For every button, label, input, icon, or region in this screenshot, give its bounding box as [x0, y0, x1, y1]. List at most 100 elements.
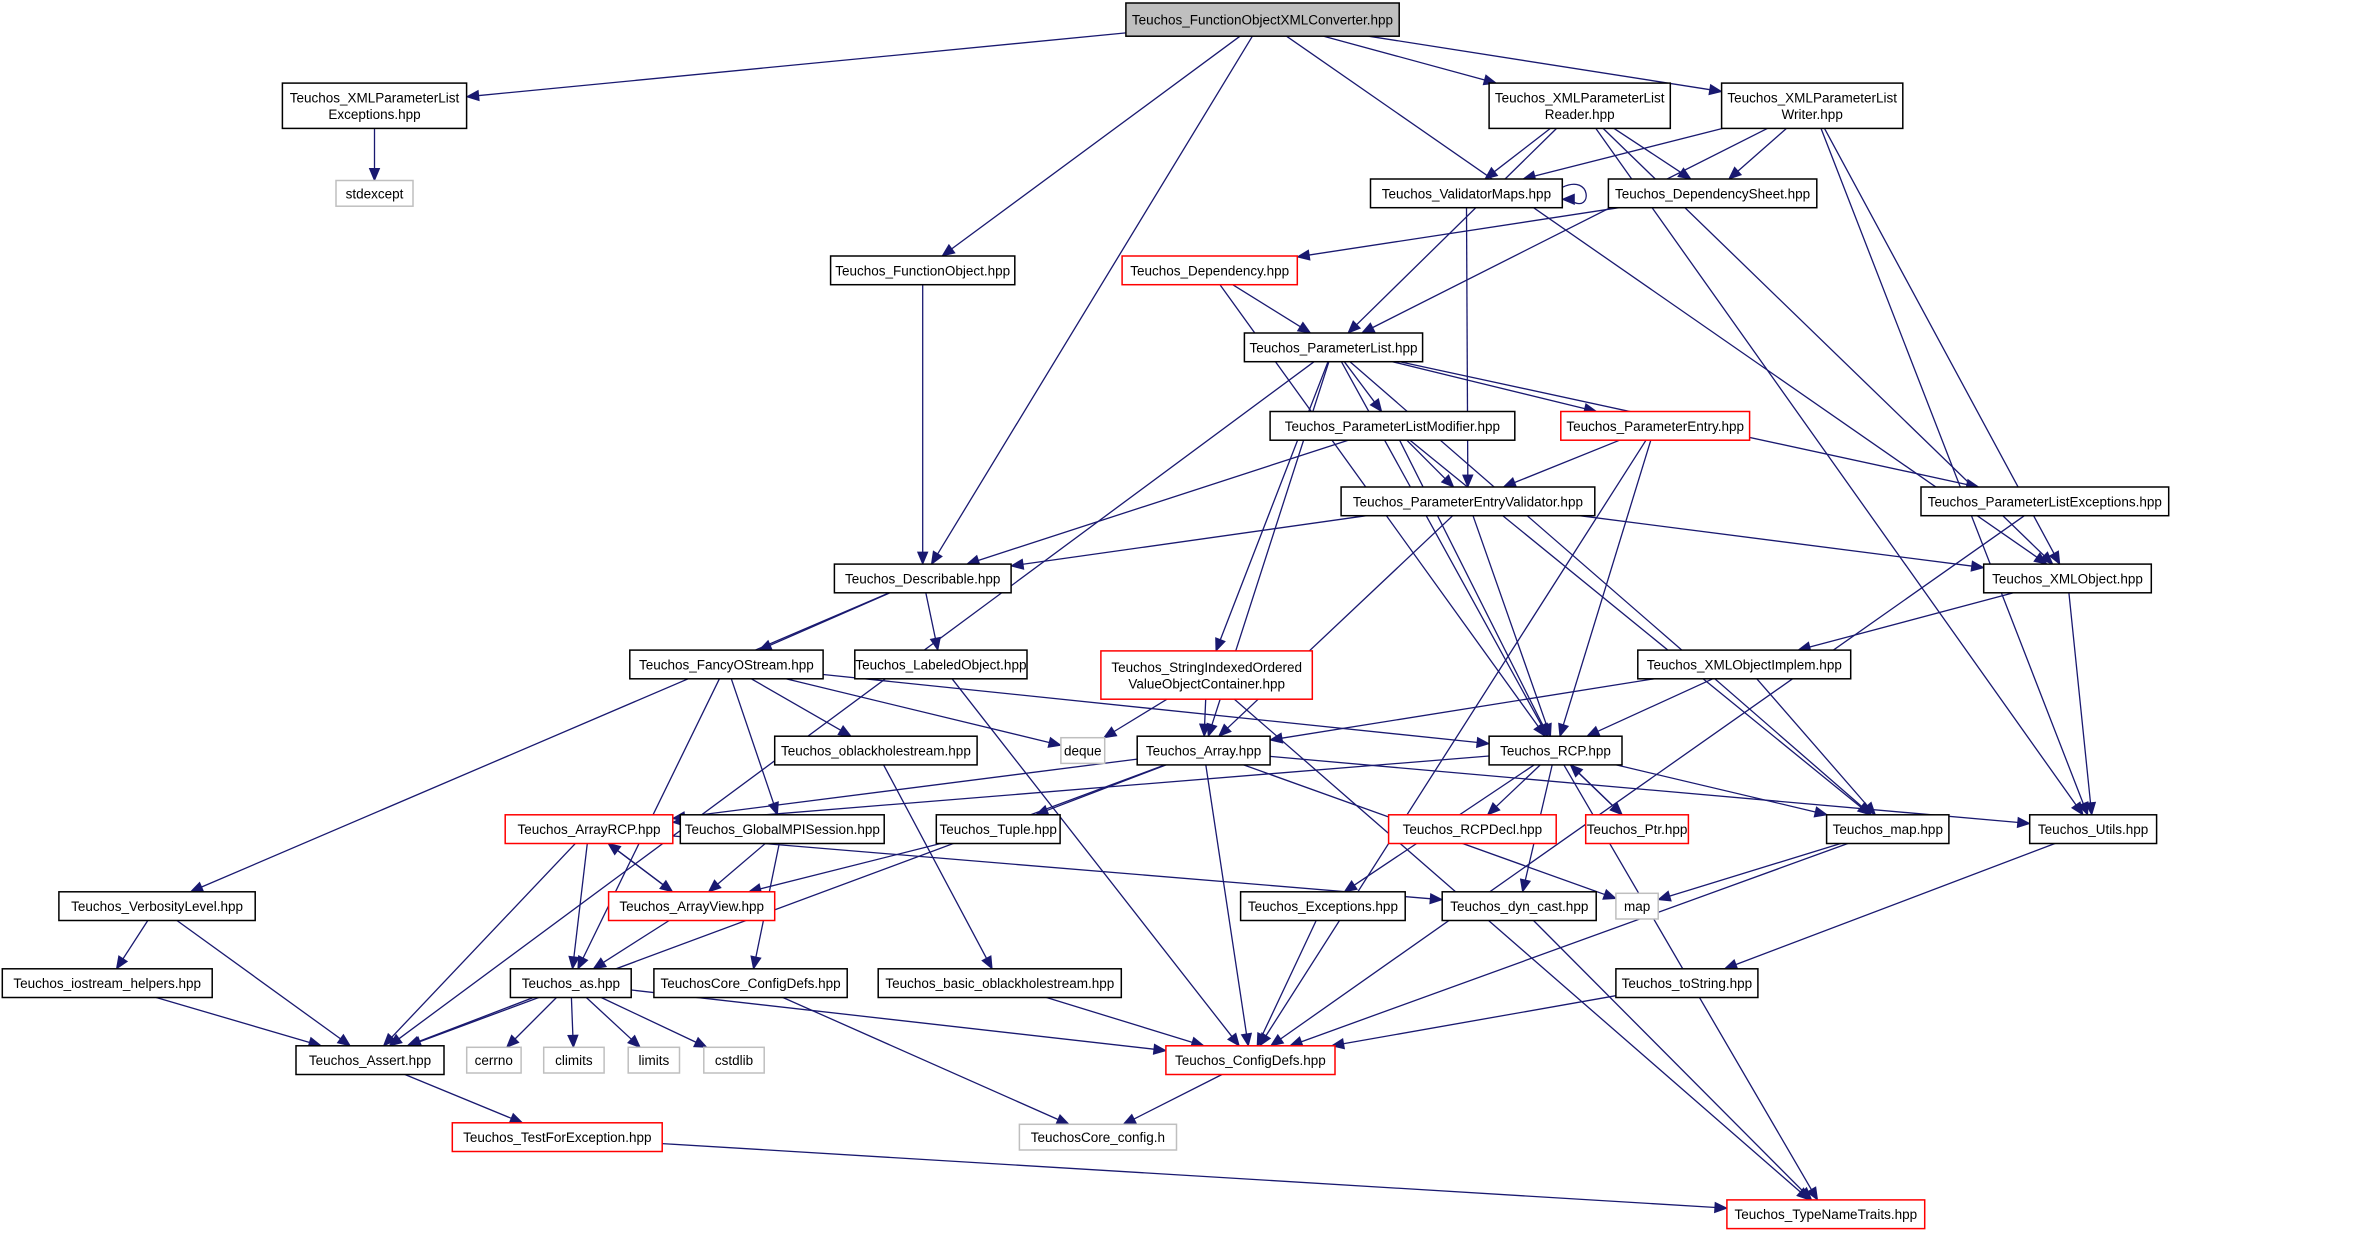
node-teuchos-rcpdecl-hpp[interactable]: Teuchos_RCPDecl.hpp — [1387, 814, 1557, 845]
edge-line — [1595, 128, 2078, 807]
edge-line — [1406, 439, 1447, 480]
edge-arrowhead — [1369, 398, 1383, 413]
node-teuchos-as-hpp[interactable]: Teuchos_as.hpp — [509, 968, 632, 999]
node-teuchos-array-hpp[interactable]: Teuchos_Array.hpp — [1136, 735, 1271, 766]
edge-dyncast-to-typenametraits — [1533, 920, 1813, 1201]
edge-line — [950, 35, 1241, 250]
edge-arrowhead — [1708, 83, 1723, 96]
node-teuchos-xmlobjectimplem-hpp[interactable]: Teuchos_XMLObjectImplem.hpp — [1637, 649, 1852, 680]
edge-line — [1616, 764, 1817, 813]
node-teuchos-iostream-helpers-hpp[interactable]: Teuchos_iostream_helpers.hpp — [1, 968, 213, 999]
edge-arrowhead — [577, 955, 589, 970]
edge-line — [1132, 1073, 1223, 1120]
edge-validatormaps-to-validatormaps — [1561, 183, 1587, 206]
edge-arrowhead — [2039, 551, 2054, 566]
edge-arrowhead — [1343, 879, 1358, 893]
edge-xmlobjimpl-to-rcp — [1585, 678, 1714, 737]
node-teuchos-functionobject-hpp[interactable]: Teuchos_FunctionObject.hpp — [829, 255, 1016, 286]
edge-line — [1820, 128, 2085, 805]
node-teuchos-tuple-hpp[interactable]: Teuchos_Tuple.hpp — [935, 814, 1061, 845]
edge-tmap-to-map — [1656, 842, 1842, 902]
edge-arrowhead — [1558, 722, 1570, 738]
node-teuchos-arrayview-hpp[interactable]: Teuchos_ArrayView.hpp — [607, 891, 776, 922]
node-teuchos-validatormaps-hpp[interactable]: Teuchos_ValidatorMaps.hpp — [1369, 178, 1564, 209]
edge-paramlist-to-assert — [388, 361, 1315, 1047]
edge-root-to-describable — [930, 35, 1253, 566]
edge-line — [1203, 699, 1207, 726]
edge-fancyostream-to-globalmpi — [730, 678, 779, 817]
node-box — [1125, 2, 1400, 37]
edge-fancyostream-to-deque — [785, 678, 1063, 748]
edge-arrowhead — [1055, 1114, 1071, 1125]
node-box — [1982, 563, 2153, 594]
node-label: Teuchos_Array.hpp — [1146, 744, 1261, 759]
node-teuchos-dyn-cast-hpp[interactable]: Teuchos_dyn_cast.hpp — [1441, 891, 1597, 922]
node-teuchos-dependencysheet-hpp[interactable]: Teuchos_DependencySheet.hpp — [1607, 178, 1818, 209]
node-teuchos-labeledobject-hpp[interactable]: Teuchos_LabeledObject.hpp — [854, 649, 1028, 680]
edge-arrowhead — [1798, 1186, 1813, 1201]
node-label: map — [1624, 899, 1650, 914]
edge-line — [1808, 592, 2014, 648]
edge-root-to-funcobj — [941, 35, 1241, 257]
node-teuchos-fancyostream-hpp[interactable]: Teuchos_FancyOStream.hpp — [629, 649, 824, 680]
node-teuchos-xmlobject-hpp[interactable]: Teuchos_XMLObject.hpp — [1982, 563, 2153, 594]
edge-arrowhead — [607, 842, 622, 856]
edge-labeledobj-to-configdefs — [951, 678, 1240, 1047]
node-teuchos-describable-hpp[interactable]: Teuchos_Describable.hpp — [833, 563, 1012, 594]
edge-arrowhead — [1486, 802, 1501, 816]
edge-array-to-utils — [1270, 755, 2032, 829]
edge-line — [176, 919, 342, 1040]
edge-xmlobject-to-xmlobjimpl — [1796, 592, 2014, 653]
node-teuchos-verbositylevel-hpp[interactable]: Teuchos_VerbosityLevel.hpp — [58, 891, 256, 922]
edge-arrowhead — [568, 955, 580, 971]
node-teuchos-testforexception-hpp[interactable]: Teuchos_TestForException.hpp — [451, 1122, 663, 1153]
edge-as-to-climits — [567, 997, 579, 1049]
node-teuchos-utils-hpp[interactable]: Teuchos_Utils.hpp — [2028, 814, 2158, 845]
node-teuchos-oblackholestream-hpp[interactable]: Teuchos_oblackholestream.hpp — [773, 735, 978, 766]
node-teuchos-typenametraits-hpp[interactable]: Teuchos_TypeNameTraits.hpp — [1726, 1199, 1926, 1230]
node-teuchos-assert-hpp[interactable]: Teuchos_Assert.hpp — [295, 1045, 445, 1076]
node-teuchos-tostring-hpp[interactable]: Teuchos_toString.hpp — [1615, 968, 1759, 999]
edge-root-to-xmlplwriter — [1368, 35, 1723, 96]
edge-as-to-configdefs — [631, 989, 1168, 1055]
node-teuchos-parameterlistexceptions-hpp[interactable]: Teuchos_ParameterListExceptions.hpp — [1920, 486, 2170, 517]
node-label: TeuchosCore_config.h — [1031, 1130, 1165, 1145]
node-teuchos-parameterlist-hpp[interactable]: Teuchos_ParameterList.hpp — [1243, 332, 1424, 363]
node-teuchos-map-hpp[interactable]: Teuchos_map.hpp — [1825, 814, 1950, 845]
node-teuchos-parameterentry-hpp[interactable]: Teuchos_ParameterEntry.hpp — [1560, 410, 1751, 441]
node-teuchos-functionobjectxmlconverter-hpp[interactable]: Teuchos_FunctionObjectXMLConverter.hpp — [1125, 2, 1400, 37]
node-teuchoscore-configdefs-hpp[interactable]: TeuchosCore_ConfigDefs.hpp — [653, 968, 848, 999]
node-box — [1637, 649, 1852, 680]
node-teuchos-stringindexedorderedvalueobjectcontainer-hpp[interactable]: Teuchos_StringIndexedOrderedValueObjectC… — [1100, 650, 1314, 700]
node-label: Teuchos_ArrayView.hpp — [619, 899, 764, 914]
node-teuchos-parameterlistmodifier-hpp[interactable]: Teuchos_ParameterListModifier.hpp — [1269, 410, 1516, 441]
node-label: Teuchos_ParameterListModifier.hpp — [1285, 419, 1500, 434]
edge-line — [1734, 842, 2056, 966]
node-teuchos-dependency-hpp[interactable]: Teuchos_Dependency.hpp — [1121, 255, 1299, 286]
node-teuchos-globalmpisession-hpp[interactable]: Teuchos_GlobalMPISession.hpp — [679, 814, 885, 845]
node-teuchos-basic-oblackholestream-hpp[interactable]: Teuchos_basic_oblackholestream.hpp — [877, 968, 1123, 999]
node-box — [281, 82, 468, 130]
edge-line — [683, 758, 1138, 818]
edge-line — [785, 678, 1051, 744]
node-box — [335, 179, 414, 207]
node-teuchos-arrayrcp-hpp[interactable]: Teuchos_ArrayRCP.hpp — [504, 814, 674, 845]
edge-line — [477, 32, 1126, 97]
edge-assert-to-testforexc — [404, 1073, 524, 1124]
node-label: Teuchos_iostream_helpers.hpp — [13, 976, 201, 991]
node-label: Teuchos_FunctionObjectXMLConverter.hpp — [1132, 13, 1393, 28]
node-label: cstdlib — [715, 1053, 753, 1068]
node-teuchos-ptr-hpp[interactable]: Teuchos_Ptr.hpp — [1584, 814, 1690, 845]
edge-line — [631, 989, 1155, 1050]
node-box — [1121, 255, 1299, 286]
node-teuchos-configdefs-hpp[interactable]: Teuchos_ConfigDefs.hpp — [1165, 1045, 1336, 1076]
node-teuchos-parameterentryvalidator-hpp[interactable]: Teuchos_ParameterEntryValidator.hpp — [1340, 486, 1596, 517]
node-teuchos-exceptions-hpp[interactable]: Teuchos_Exceptions.hpp — [1239, 891, 1406, 922]
edge-line — [390, 842, 576, 1039]
edge-globalmpi-to-arrayview — [707, 842, 766, 893]
edge-line — [514, 997, 557, 1040]
node-teuchos-rcp-hpp[interactable]: Teuchos_RCP.hpp — [1488, 735, 1623, 766]
